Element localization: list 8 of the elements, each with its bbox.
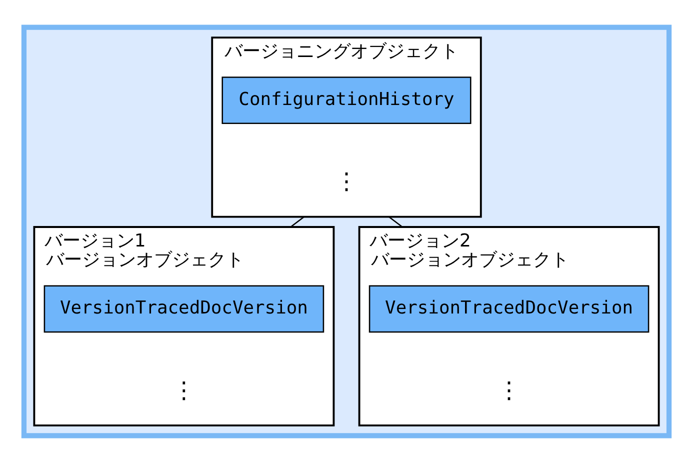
connector <box>388 216 403 228</box>
node-box: VersionTracedDocVersion <box>44 284 324 332</box>
cluster <box>21 24 672 438</box>
node-box: ConfigurationHistory <box>222 76 472 124</box>
node-label: バージョン2 <box>370 230 471 251</box>
node-box: VersionTracedDocVersion <box>368 284 650 332</box>
node-label: バージョン1 <box>44 230 146 251</box>
connector <box>290 216 305 228</box>
